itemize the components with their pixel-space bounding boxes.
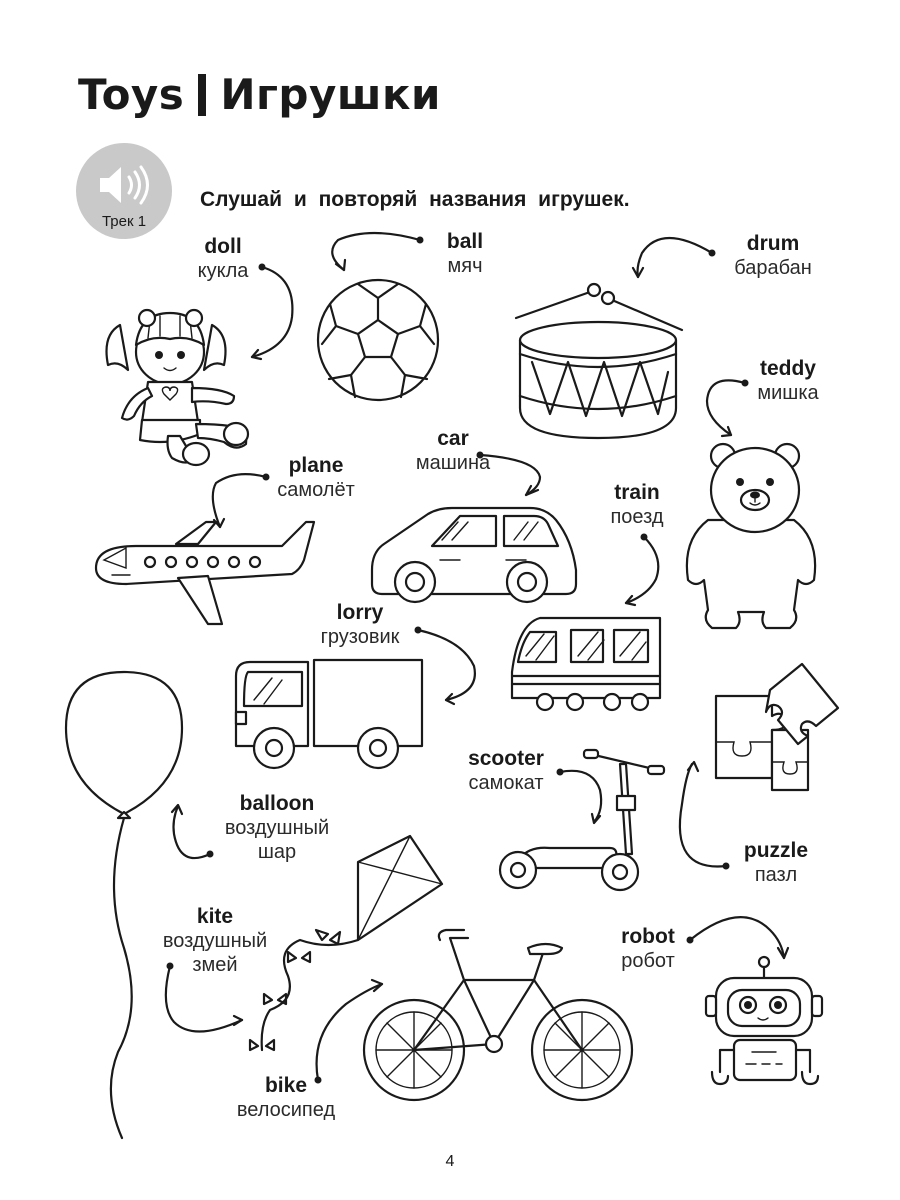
title-separator xyxy=(198,73,207,116)
puzzle-illustration xyxy=(714,662,840,792)
label-robot: robot робот xyxy=(621,925,675,973)
label-teddy: teddy мишка xyxy=(757,357,819,405)
track-label: Трек 1 xyxy=(101,213,147,230)
label-puzzle: puzzle пазл xyxy=(743,839,809,887)
robot-illustration xyxy=(704,955,824,1086)
label-bike: bike велосипед xyxy=(236,1074,336,1122)
car-illustration xyxy=(370,506,578,604)
label-doll: doll кукла xyxy=(197,235,249,283)
balloon-illustration xyxy=(64,670,184,1140)
plane-illustration xyxy=(94,520,316,626)
page-title: Toys Игрушки xyxy=(78,70,441,119)
label-connectors xyxy=(164,231,790,1084)
instruction-text: Слушай и повторяй названия игрушек. xyxy=(200,188,630,211)
train-illustration xyxy=(510,616,662,712)
audio-track-badge[interactable]: Трек 1 xyxy=(76,143,172,239)
label-balloon: balloon воздушный шар xyxy=(224,792,330,864)
kite-illustration xyxy=(248,834,444,1052)
label-drum: drum барабан xyxy=(734,232,812,280)
label-plane: plane самолёт xyxy=(277,454,355,502)
teddy-illustration xyxy=(685,442,817,630)
speaker-icon xyxy=(100,165,149,205)
label-lorry: lorry грузовик xyxy=(320,601,400,649)
scooter-illustration xyxy=(498,748,666,892)
title-english: Toys xyxy=(78,70,185,119)
ball-illustration xyxy=(316,278,440,402)
label-car: car машина xyxy=(415,427,491,475)
label-kite: kite воздушный змей xyxy=(162,905,268,977)
title-russian: Игрушки xyxy=(220,70,441,119)
lorry-illustration xyxy=(234,658,424,770)
label-ball: ball мяч xyxy=(446,230,484,278)
label-scooter: scooter самокат xyxy=(468,747,544,795)
drum-illustration xyxy=(514,282,684,440)
label-train: train поезд xyxy=(610,481,664,529)
page-number: 4 xyxy=(445,1153,455,1170)
doll-illustration xyxy=(105,308,250,467)
bike-illustration xyxy=(362,928,634,1102)
